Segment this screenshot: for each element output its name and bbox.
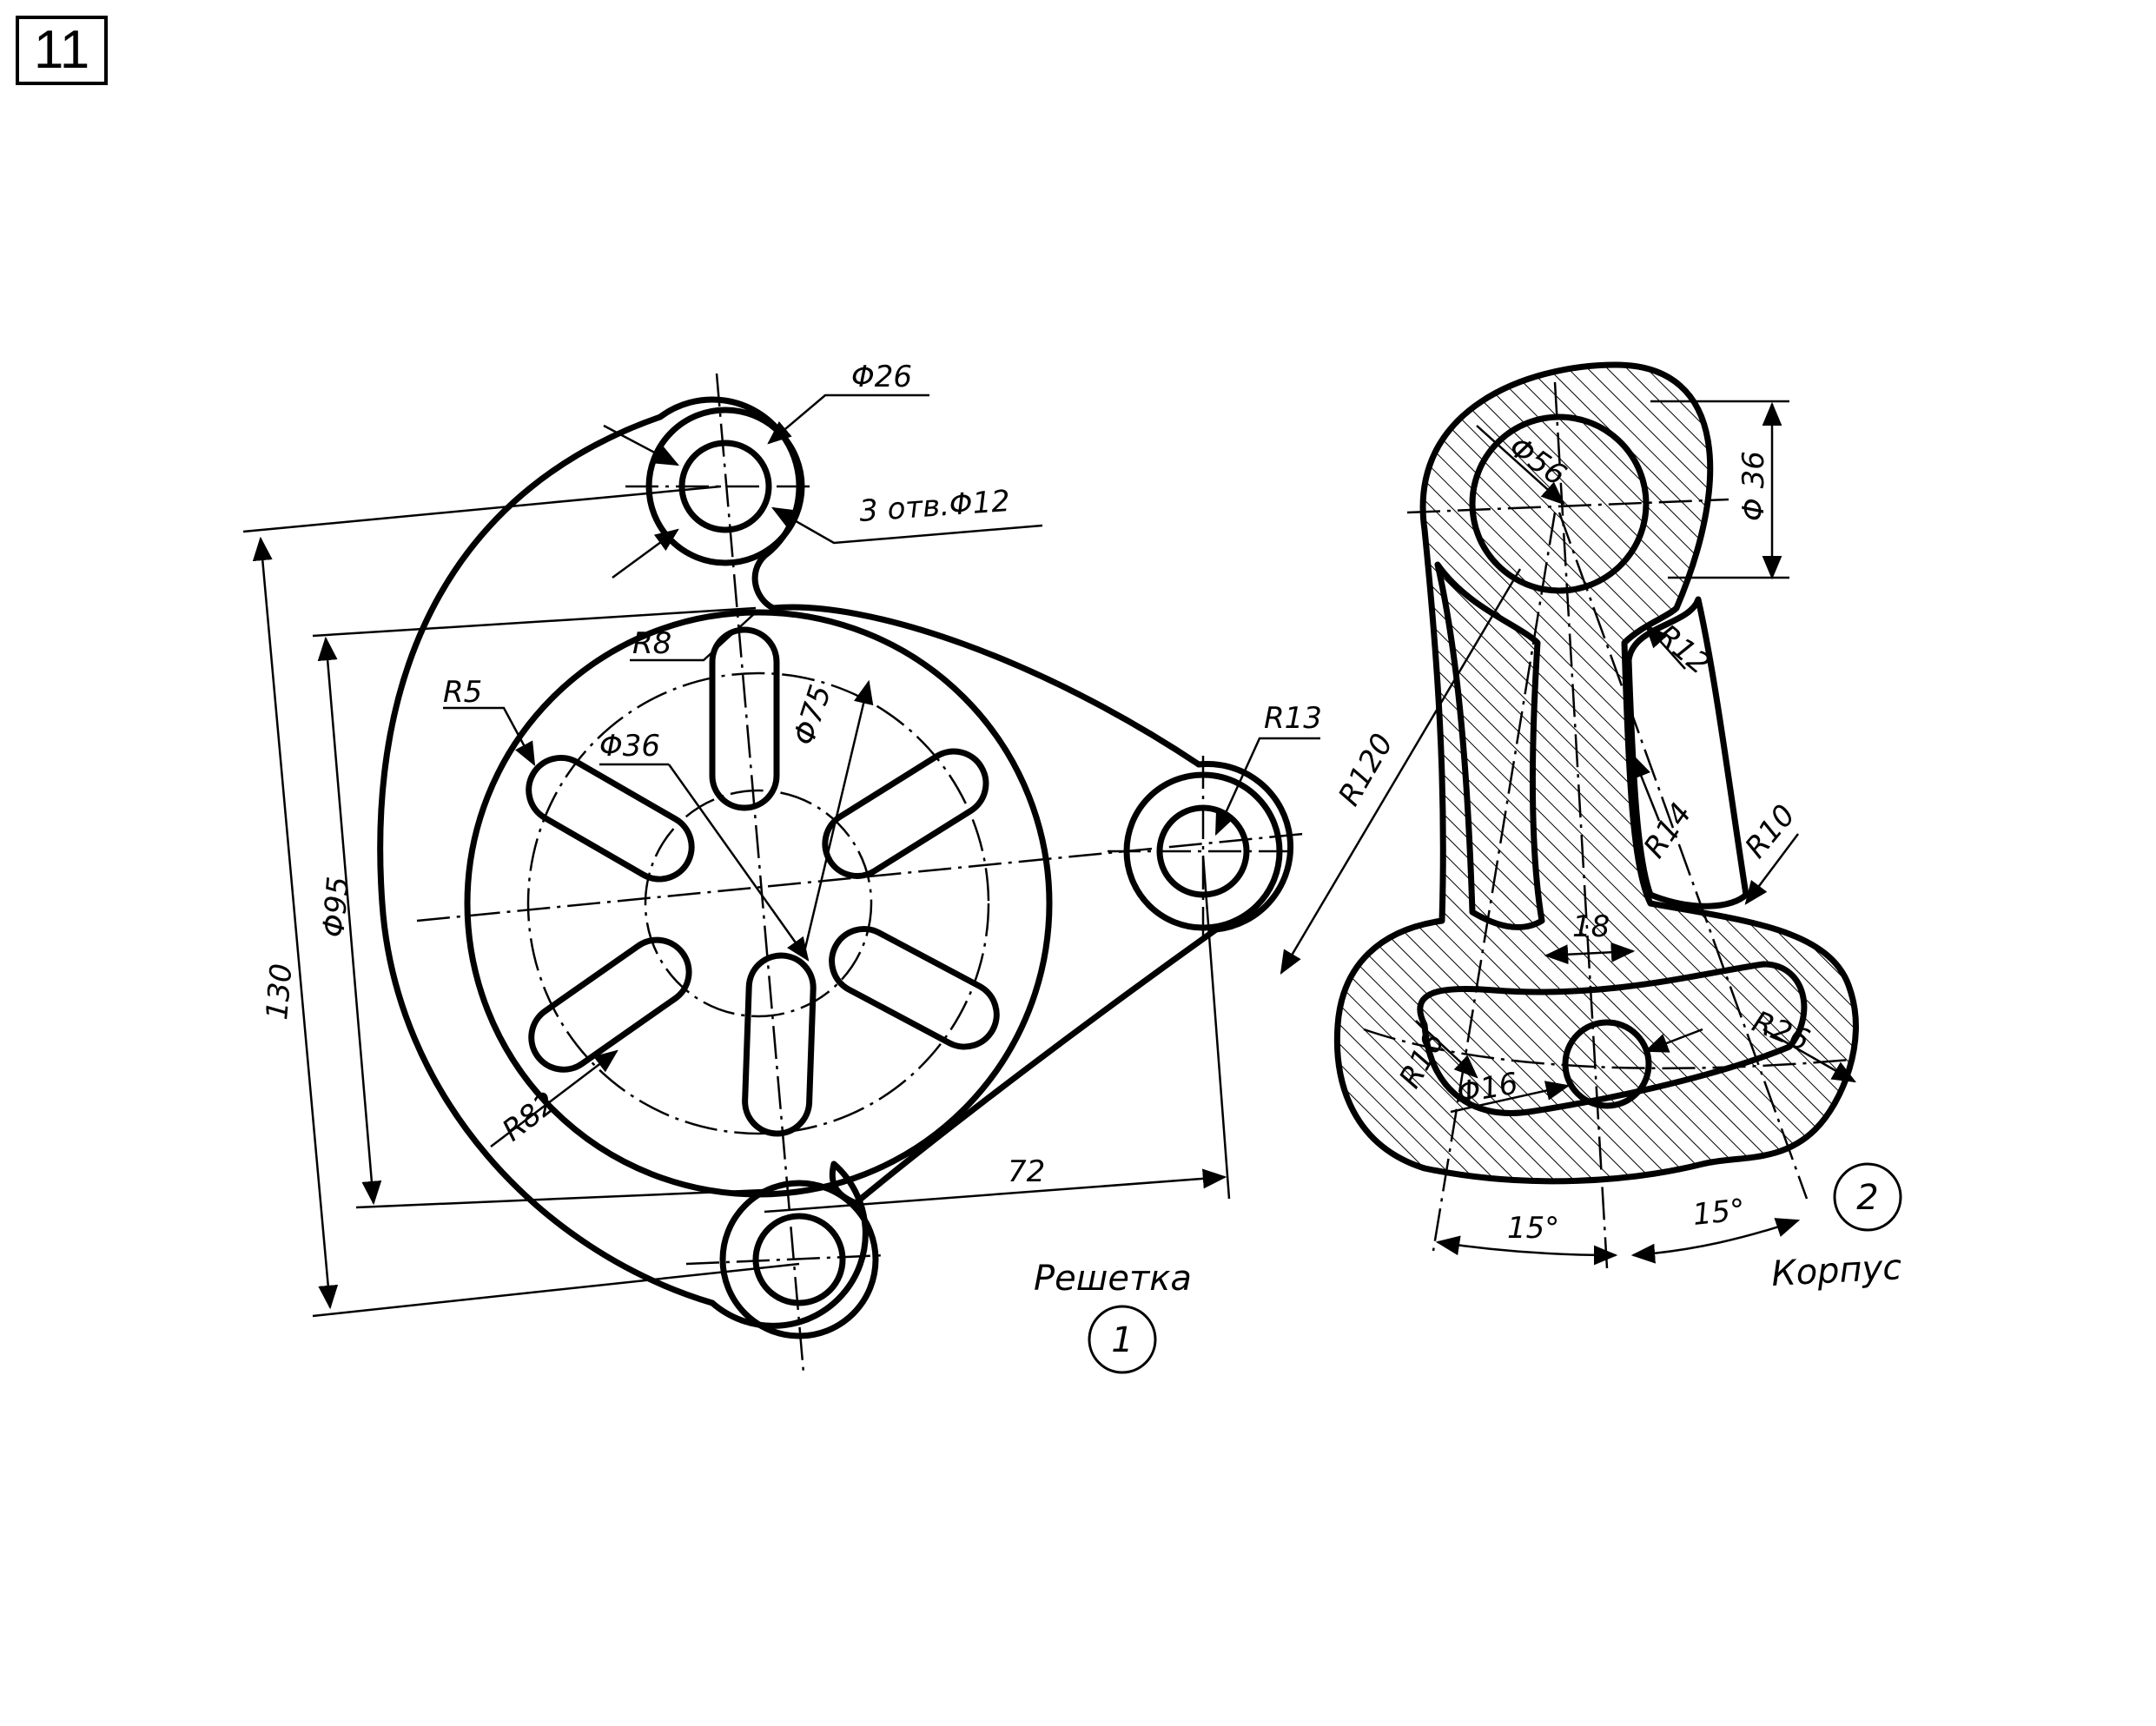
dim-r82: R82 <box>496 1085 563 1148</box>
center-line <box>685 1253 887 1266</box>
dim-r120: R120 <box>1332 728 1400 812</box>
dim-15-left: 15° <box>1507 1211 1559 1246</box>
dim-line-18 <box>1544 942 1636 965</box>
dim-holes: 3 отв.Φ12 <box>858 484 1011 529</box>
ext-line <box>242 485 722 533</box>
dim-line-r16 <box>1415 1020 1478 1079</box>
center-line <box>1553 381 1609 1269</box>
slot <box>822 748 989 879</box>
part1-index: 1 <box>1111 1320 1133 1360</box>
slot <box>829 925 1000 1050</box>
grille-outer-arc <box>377 413 716 1306</box>
slot <box>526 755 695 883</box>
grille-pitch-circle-75 <box>526 671 990 1135</box>
dim-line-95 <box>317 636 382 1206</box>
ext-line <box>312 1262 800 1318</box>
dim-d36-housing: Φ 36 <box>1736 451 1771 521</box>
center-arc-r26 <box>1363 1028 1851 1070</box>
grille-tangent-lower <box>852 926 1220 1207</box>
dim-line-r26 <box>1762 1028 1856 1083</box>
dim-d36: Φ36 <box>599 729 660 764</box>
center-line <box>715 373 805 1373</box>
center-line <box>1406 498 1729 514</box>
part1-index-circle <box>1088 1305 1157 1374</box>
dim-r14: R14 <box>1637 797 1699 864</box>
sheet-number: 11 <box>16 16 108 85</box>
housing-right-cavity <box>1625 596 1749 909</box>
dim-line-d75 <box>802 679 874 956</box>
dim-line-r120 <box>1280 568 1522 975</box>
dim-line-r12 <box>1644 624 1686 670</box>
grille-slots <box>526 626 1000 1137</box>
grille-tangent-upper <box>770 604 1202 768</box>
dim-r13: R13 <box>1264 701 1322 736</box>
dim-line-r14 <box>1631 753 1661 822</box>
leader-d26 <box>767 393 929 445</box>
dim-130: 130 <box>260 962 300 1022</box>
dim-d26-arrow <box>603 424 680 466</box>
dim-18: 18 <box>1572 909 1610 944</box>
ext-line <box>312 606 757 638</box>
part2-index: 2 <box>1856 1178 1878 1218</box>
slot <box>528 936 692 1073</box>
dim-arc-15-left <box>1435 1235 1618 1266</box>
grille-hole-bottom-inner <box>752 1213 846 1306</box>
part-grille: Φ26 3 отв.Φ12 R8 R5 Φ36 Φ75 Φ95 130 R13 … <box>242 360 1322 1374</box>
slot <box>709 626 780 811</box>
leader-holes <box>771 506 1043 545</box>
ext-line <box>1201 855 1231 1200</box>
dim-d26: Φ26 <box>851 360 912 394</box>
dim-d75: Φ75 <box>787 681 839 750</box>
dim-line-d56 <box>1476 425 1565 506</box>
center-line <box>1557 512 1809 1200</box>
part2-index-circle <box>1833 1162 1902 1232</box>
part2-caption: Корпус <box>1770 1247 1902 1294</box>
dim-line-d36 <box>667 764 810 962</box>
dim-line-r10 <box>1744 833 1799 905</box>
dim-r10: R10 <box>1738 798 1802 865</box>
dim-line-r82 <box>490 1049 618 1147</box>
dim-line-d16 <box>1450 1081 1571 1114</box>
leader-r5 <box>443 706 536 767</box>
dim-15-right: 15° <box>1691 1193 1747 1233</box>
grille-lug-right <box>1195 760 1294 933</box>
dim-arc-15-right <box>1630 1218 1801 1264</box>
housing-top-bore <box>1469 413 1650 594</box>
dim-hole-arrow <box>612 528 679 579</box>
grille-pitch-circle-36 <box>644 789 873 1018</box>
dim-r5: R5 <box>443 675 482 710</box>
part1-caption: Решетка <box>1034 1259 1192 1299</box>
housing-bottom-slot <box>1417 961 1808 1116</box>
housing-left-cavity <box>1434 561 1545 930</box>
leader-r13 <box>1214 737 1320 837</box>
ext-line <box>355 1188 765 1209</box>
leader-r8 <box>630 612 757 662</box>
dim-d16-arrow <box>1643 1028 1703 1053</box>
dim-d95: Φ95 <box>316 876 356 939</box>
dim-r8: R8 <box>632 626 671 661</box>
center-line <box>416 832 1304 923</box>
part-housing: Φ56 Φ 36 R12 R120 R14 R10 18 R26 R16 Φ16… <box>1280 361 1902 1294</box>
grille-hole-bottom-outer <box>719 1180 879 1339</box>
dim-line-72 <box>764 1168 1227 1213</box>
slot <box>742 952 817 1137</box>
dim-72: 72 <box>1008 1154 1045 1189</box>
center-line <box>1432 512 1557 1252</box>
grille-lug-top-neck <box>751 552 777 612</box>
